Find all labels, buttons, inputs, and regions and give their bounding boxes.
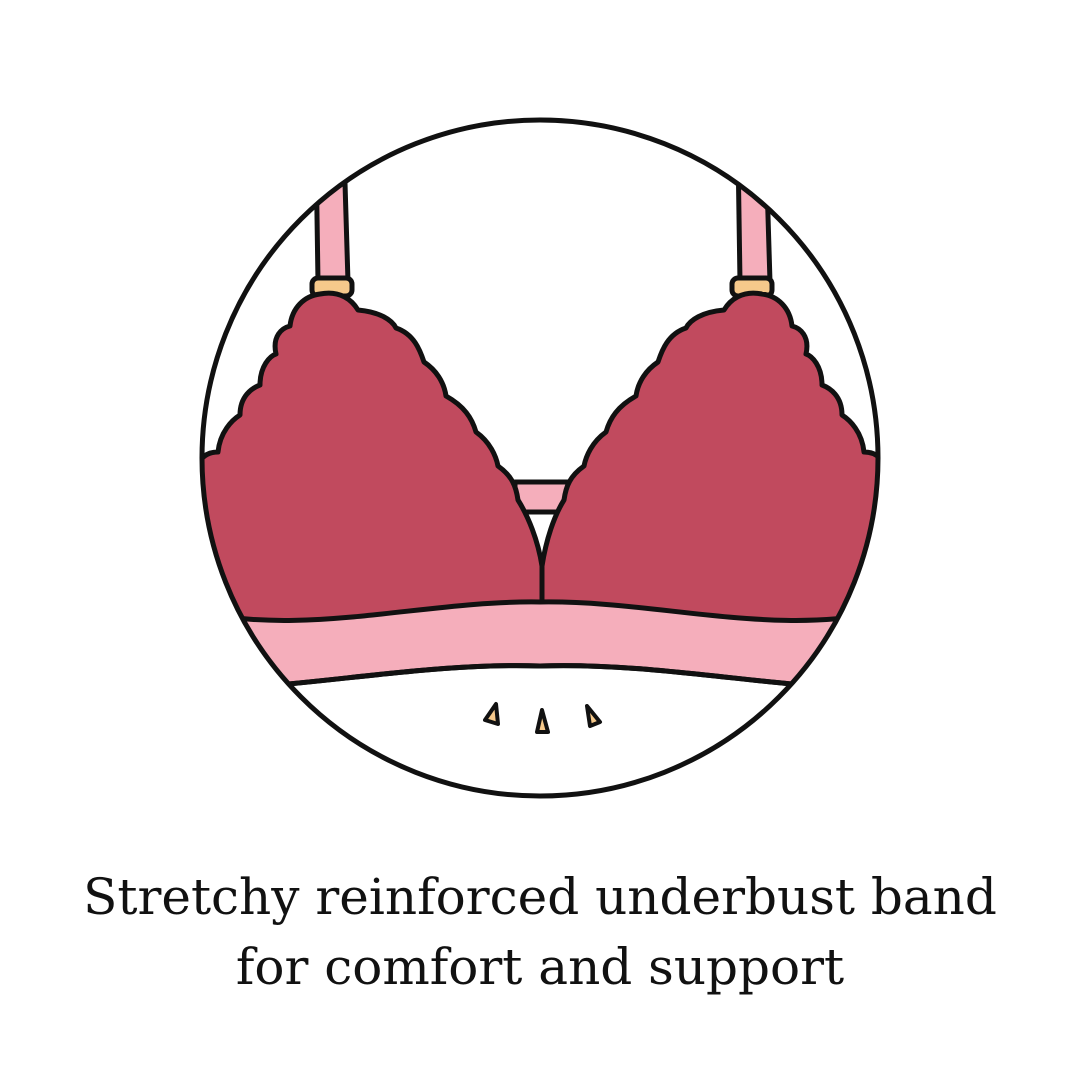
left-cup — [202, 290, 545, 643]
caption: Stretchy reinforced underbust band for c… — [0, 862, 1080, 1002]
caption-line-2: for comfort and support — [235, 938, 845, 996]
frame-circle — [199, 117, 881, 799]
band-bottom-edge — [202, 663, 878, 693]
hook-center — [535, 708, 550, 734]
hook-right — [585, 704, 602, 728]
right-strap — [735, 147, 773, 285]
right-cup — [539, 290, 878, 643]
bra-underbust-band-illustration — [199, 117, 881, 799]
caption-line-1: Stretchy reinforced underbust band — [83, 868, 997, 926]
hook-left — [483, 702, 500, 726]
left-strap — [313, 147, 351, 285]
